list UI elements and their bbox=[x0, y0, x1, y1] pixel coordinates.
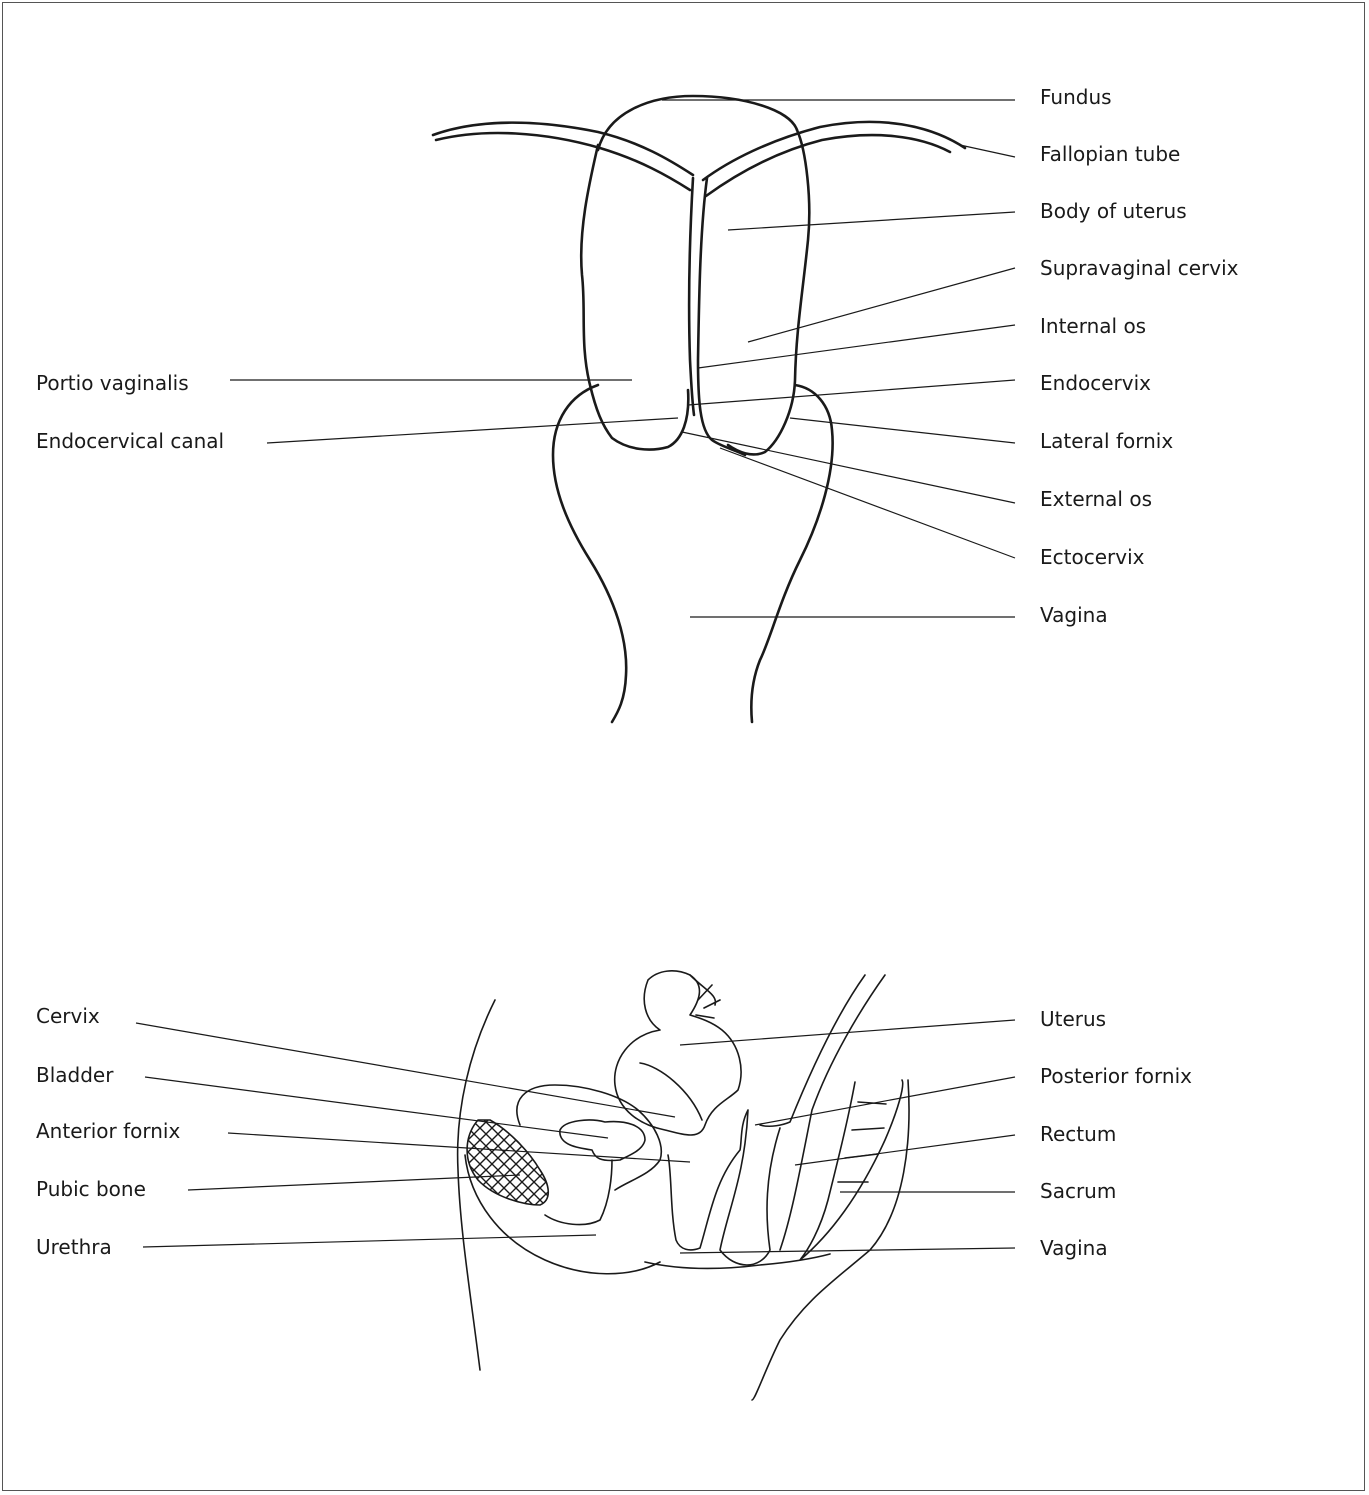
uterus-inner-cavity bbox=[640, 1063, 702, 1120]
fallopian-fimbriae bbox=[690, 975, 720, 1018]
label-fallopian-tube: Fallopian tube bbox=[1040, 142, 1180, 166]
uterus-frontal-figure bbox=[433, 96, 965, 722]
label-anterior-fornix: Anterior fornix bbox=[36, 1119, 180, 1143]
fallopian-tube-left-lower bbox=[436, 133, 690, 190]
label-rectum: Rectum bbox=[1040, 1122, 1116, 1146]
label-internal-os: Internal os bbox=[1040, 314, 1146, 338]
sacral-segments bbox=[838, 1102, 886, 1182]
urethra bbox=[545, 1160, 612, 1225]
cervical-canal-right bbox=[698, 178, 745, 455]
label-bladder: Bladder bbox=[36, 1063, 114, 1087]
fallopian-tube-left bbox=[433, 123, 693, 175]
label-portio-vaginalis: Portio vaginalis bbox=[36, 371, 189, 395]
fallopian-tube-right-lower bbox=[706, 135, 950, 196]
label-supravaginal-cervix: Supravaginal cervix bbox=[1040, 256, 1239, 280]
uterus-body-outline-right bbox=[728, 130, 809, 454]
label-fundus: Fundus bbox=[1040, 85, 1112, 109]
uterus-body-outline bbox=[581, 145, 688, 450]
label-lateral-fornix: Lateral fornix bbox=[1040, 429, 1173, 453]
label-urethra: Urethra bbox=[36, 1235, 112, 1259]
rectum bbox=[760, 975, 865, 1126]
cervical-canal-left bbox=[689, 178, 694, 415]
vagina-left-wall bbox=[553, 385, 626, 722]
figure2-labels: Cervix Bladder Anterior fornix Pubic bon… bbox=[36, 1004, 1192, 1260]
label-uterus: Uterus bbox=[1040, 1007, 1106, 1031]
rectum-posterior bbox=[780, 975, 885, 1250]
label-pubic-bone: Pubic bone bbox=[36, 1177, 146, 1201]
pubic-bone bbox=[467, 1120, 548, 1205]
label-sacrum: Sacrum bbox=[1040, 1179, 1116, 1203]
label-external-os: External os bbox=[1040, 487, 1152, 511]
label-endocervical-canal: Endocervical canal bbox=[36, 429, 224, 453]
figure1-labels: Fundus Fallopian tube Body of uterus Sup… bbox=[36, 85, 1239, 627]
figure1-leaders bbox=[230, 100, 1015, 617]
label-posterior-fornix: Posterior fornix bbox=[1040, 1064, 1192, 1088]
posterior-skin bbox=[752, 1080, 909, 1400]
label-endocervix: Endocervix bbox=[1040, 371, 1151, 395]
vagina-sagittal bbox=[668, 1110, 780, 1265]
label-vagina-sagittal: Vagina bbox=[1040, 1236, 1108, 1260]
vagina-right-wall bbox=[751, 385, 832, 722]
figure2-leaders bbox=[136, 1020, 1015, 1253]
pelvis-sagittal-figure bbox=[458, 971, 909, 1400]
label-ectocervix: Ectocervix bbox=[1040, 545, 1145, 569]
label-body-of-uterus: Body of uterus bbox=[1040, 199, 1187, 223]
label-cervix: Cervix bbox=[36, 1004, 100, 1028]
label-vagina: Vagina bbox=[1040, 603, 1108, 627]
